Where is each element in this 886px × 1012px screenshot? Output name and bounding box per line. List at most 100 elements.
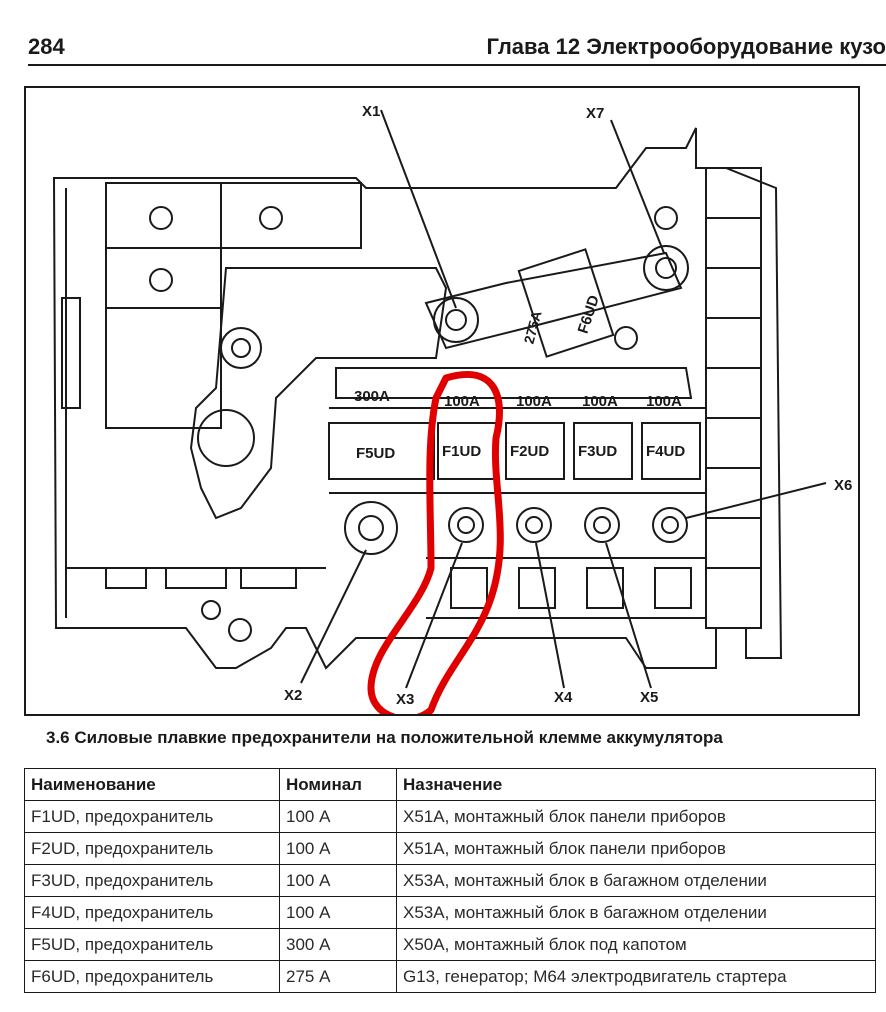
table-header-row: Наименование Номинал Назначение <box>24 768 876 801</box>
column-header-name: Наименование <box>24 768 280 801</box>
housing-outline <box>52 127 783 670</box>
x6-stud-nut <box>661 516 679 534</box>
cell-name: F4UD, предохранитель <box>24 896 280 929</box>
column-header-rating: Номинал <box>279 768 397 801</box>
f4-fuse-body <box>641 422 701 480</box>
cell-purpose: X53A, монтажный блок в багажном отделени… <box>396 896 876 929</box>
mount-hole <box>654 206 678 230</box>
fuse-table: Наименование Номинал Назначение F1UD, пр… <box>24 768 876 993</box>
rating-f3: 100A <box>582 393 618 410</box>
cell-name: F2UD, предохранитель <box>24 832 280 865</box>
fuse-strip-frame <box>329 407 707 494</box>
terminal-clamp <box>197 409 255 467</box>
bracket-bolt <box>220 327 262 369</box>
comb-teeth <box>706 217 761 569</box>
callout-x1: X1 <box>362 103 380 120</box>
x1-stud <box>433 297 479 343</box>
table-row: F5UD, предохранитель 300 А X50A, монтажн… <box>24 928 876 961</box>
cell-rating: 100 А <box>279 896 397 929</box>
cell-name: F6UD, предохранитель <box>24 960 280 993</box>
mount-hole <box>149 206 173 230</box>
x4-stud-left-nut <box>525 516 543 534</box>
connector-slot <box>586 567 624 609</box>
fuse-label-f4: F4UD <box>646 443 685 460</box>
x1-leader <box>380 109 457 309</box>
cell-name: F5UD, предохранитель <box>24 928 280 961</box>
table-row: F4UD, предохранитель 100 А X53A, монтажн… <box>24 896 876 929</box>
chapter-title: Глава 12 Электрооборудование кузо <box>486 34 886 59</box>
rating-f1: 100A <box>444 393 480 410</box>
table-row: F6UD, предохранитель 275 А G13, генерато… <box>24 960 876 993</box>
fuse-box-figure: X1 X7 X6 X2 X3 X4 X5 300A 100A 100A 100A… <box>24 86 860 716</box>
page-header: 284 Глава 12 Электрооборудование кузо <box>28 30 886 66</box>
rating-f4: 100A <box>646 393 682 410</box>
x5-leader <box>605 542 652 689</box>
cell-name: F3UD, предохранитель <box>24 864 280 897</box>
x5-stud <box>584 507 620 543</box>
fuse-label-f1: F1UD <box>442 443 481 460</box>
mount-hole <box>614 326 638 350</box>
connector-slot <box>518 567 556 609</box>
cell-name: F1UD, предохранитель <box>24 800 280 833</box>
cell-purpose: X51A, монтажный блок панели приборов <box>396 800 876 833</box>
red-highlight-marker <box>367 370 504 714</box>
f5-fuse-body <box>328 422 435 480</box>
cell-rating: 300 А <box>279 928 397 961</box>
right-comb <box>705 167 762 629</box>
f2-fuse-body <box>505 422 565 480</box>
lower-connector-block <box>426 557 707 619</box>
mount-hole <box>149 268 173 292</box>
x5-stud-nut <box>593 516 611 534</box>
bottom-clips <box>66 567 326 589</box>
callout-x3: X3 <box>396 691 414 708</box>
rating-f2: 100A <box>516 393 552 410</box>
cell-purpose: X51A, монтажный блок панели приборов <box>396 832 876 865</box>
fuse-label-f5: F5UD <box>356 445 395 462</box>
f3-fuse-body <box>573 422 633 480</box>
x6-leader <box>685 482 827 519</box>
mount-hole <box>201 600 221 620</box>
f6-strip <box>424 251 683 350</box>
connector-slot <box>450 567 488 609</box>
cell-rating: 100 А <box>279 832 397 865</box>
callout-x6: X6 <box>834 477 852 494</box>
top-cell-2 <box>220 182 362 249</box>
callout-x5: X5 <box>640 689 658 706</box>
cell-purpose: G13, генератор; M64 электродвигатель ста… <box>396 960 876 993</box>
callout-x2: X2 <box>284 687 302 704</box>
x2-stud <box>344 501 398 555</box>
x3-stud <box>448 507 484 543</box>
x1-stud-nut <box>445 309 467 331</box>
left-clip <box>61 297 81 409</box>
callout-x4: X4 <box>554 689 573 706</box>
top-cell-3 <box>105 247 222 309</box>
x7-stud-nut <box>655 257 677 279</box>
cell-purpose: X50A, монтажный блок под капотом <box>396 928 876 961</box>
connector-slot <box>654 567 692 609</box>
mount-hole <box>228 618 252 642</box>
figure-caption: 3.6 Силовые плавкие предохранители на по… <box>46 728 723 747</box>
cell-purpose: X53A, монтажный блок в багажном отделени… <box>396 864 876 897</box>
cell-rating: 100 А <box>279 864 397 897</box>
fuse-label-f6: F6UD <box>575 293 603 336</box>
top-cell-1 <box>105 182 222 249</box>
rating-300a: 300A <box>354 388 390 405</box>
column-header-purpose: Назначение <box>396 768 876 801</box>
x7-leader <box>610 119 665 254</box>
x3-stud-nut <box>457 516 475 534</box>
cell-rating: 275 А <box>279 960 397 993</box>
fuse-label-f3: F3UD <box>578 443 617 460</box>
table-row: F1UD, предохранитель 100 А X51A, монтажн… <box>24 800 876 833</box>
callout-x7: X7 <box>586 105 604 122</box>
fuse-label-f2: F2UD <box>510 443 549 460</box>
mount-hole <box>259 206 283 230</box>
table-row: F2UD, предохранитель 100 А X51A, монтажн… <box>24 832 876 865</box>
x4-leader <box>535 542 565 689</box>
fuse-strip-top <box>335 367 693 399</box>
x4-stud-left <box>516 507 552 543</box>
page-number: 284 <box>28 34 65 59</box>
terminal-bracket <box>189 267 448 520</box>
x2-leader <box>300 549 367 684</box>
x7-stud <box>643 245 689 291</box>
fuse-box-drawing: X1 X7 X6 X2 X3 X4 X5 300A 100A 100A 100A… <box>52 103 852 714</box>
